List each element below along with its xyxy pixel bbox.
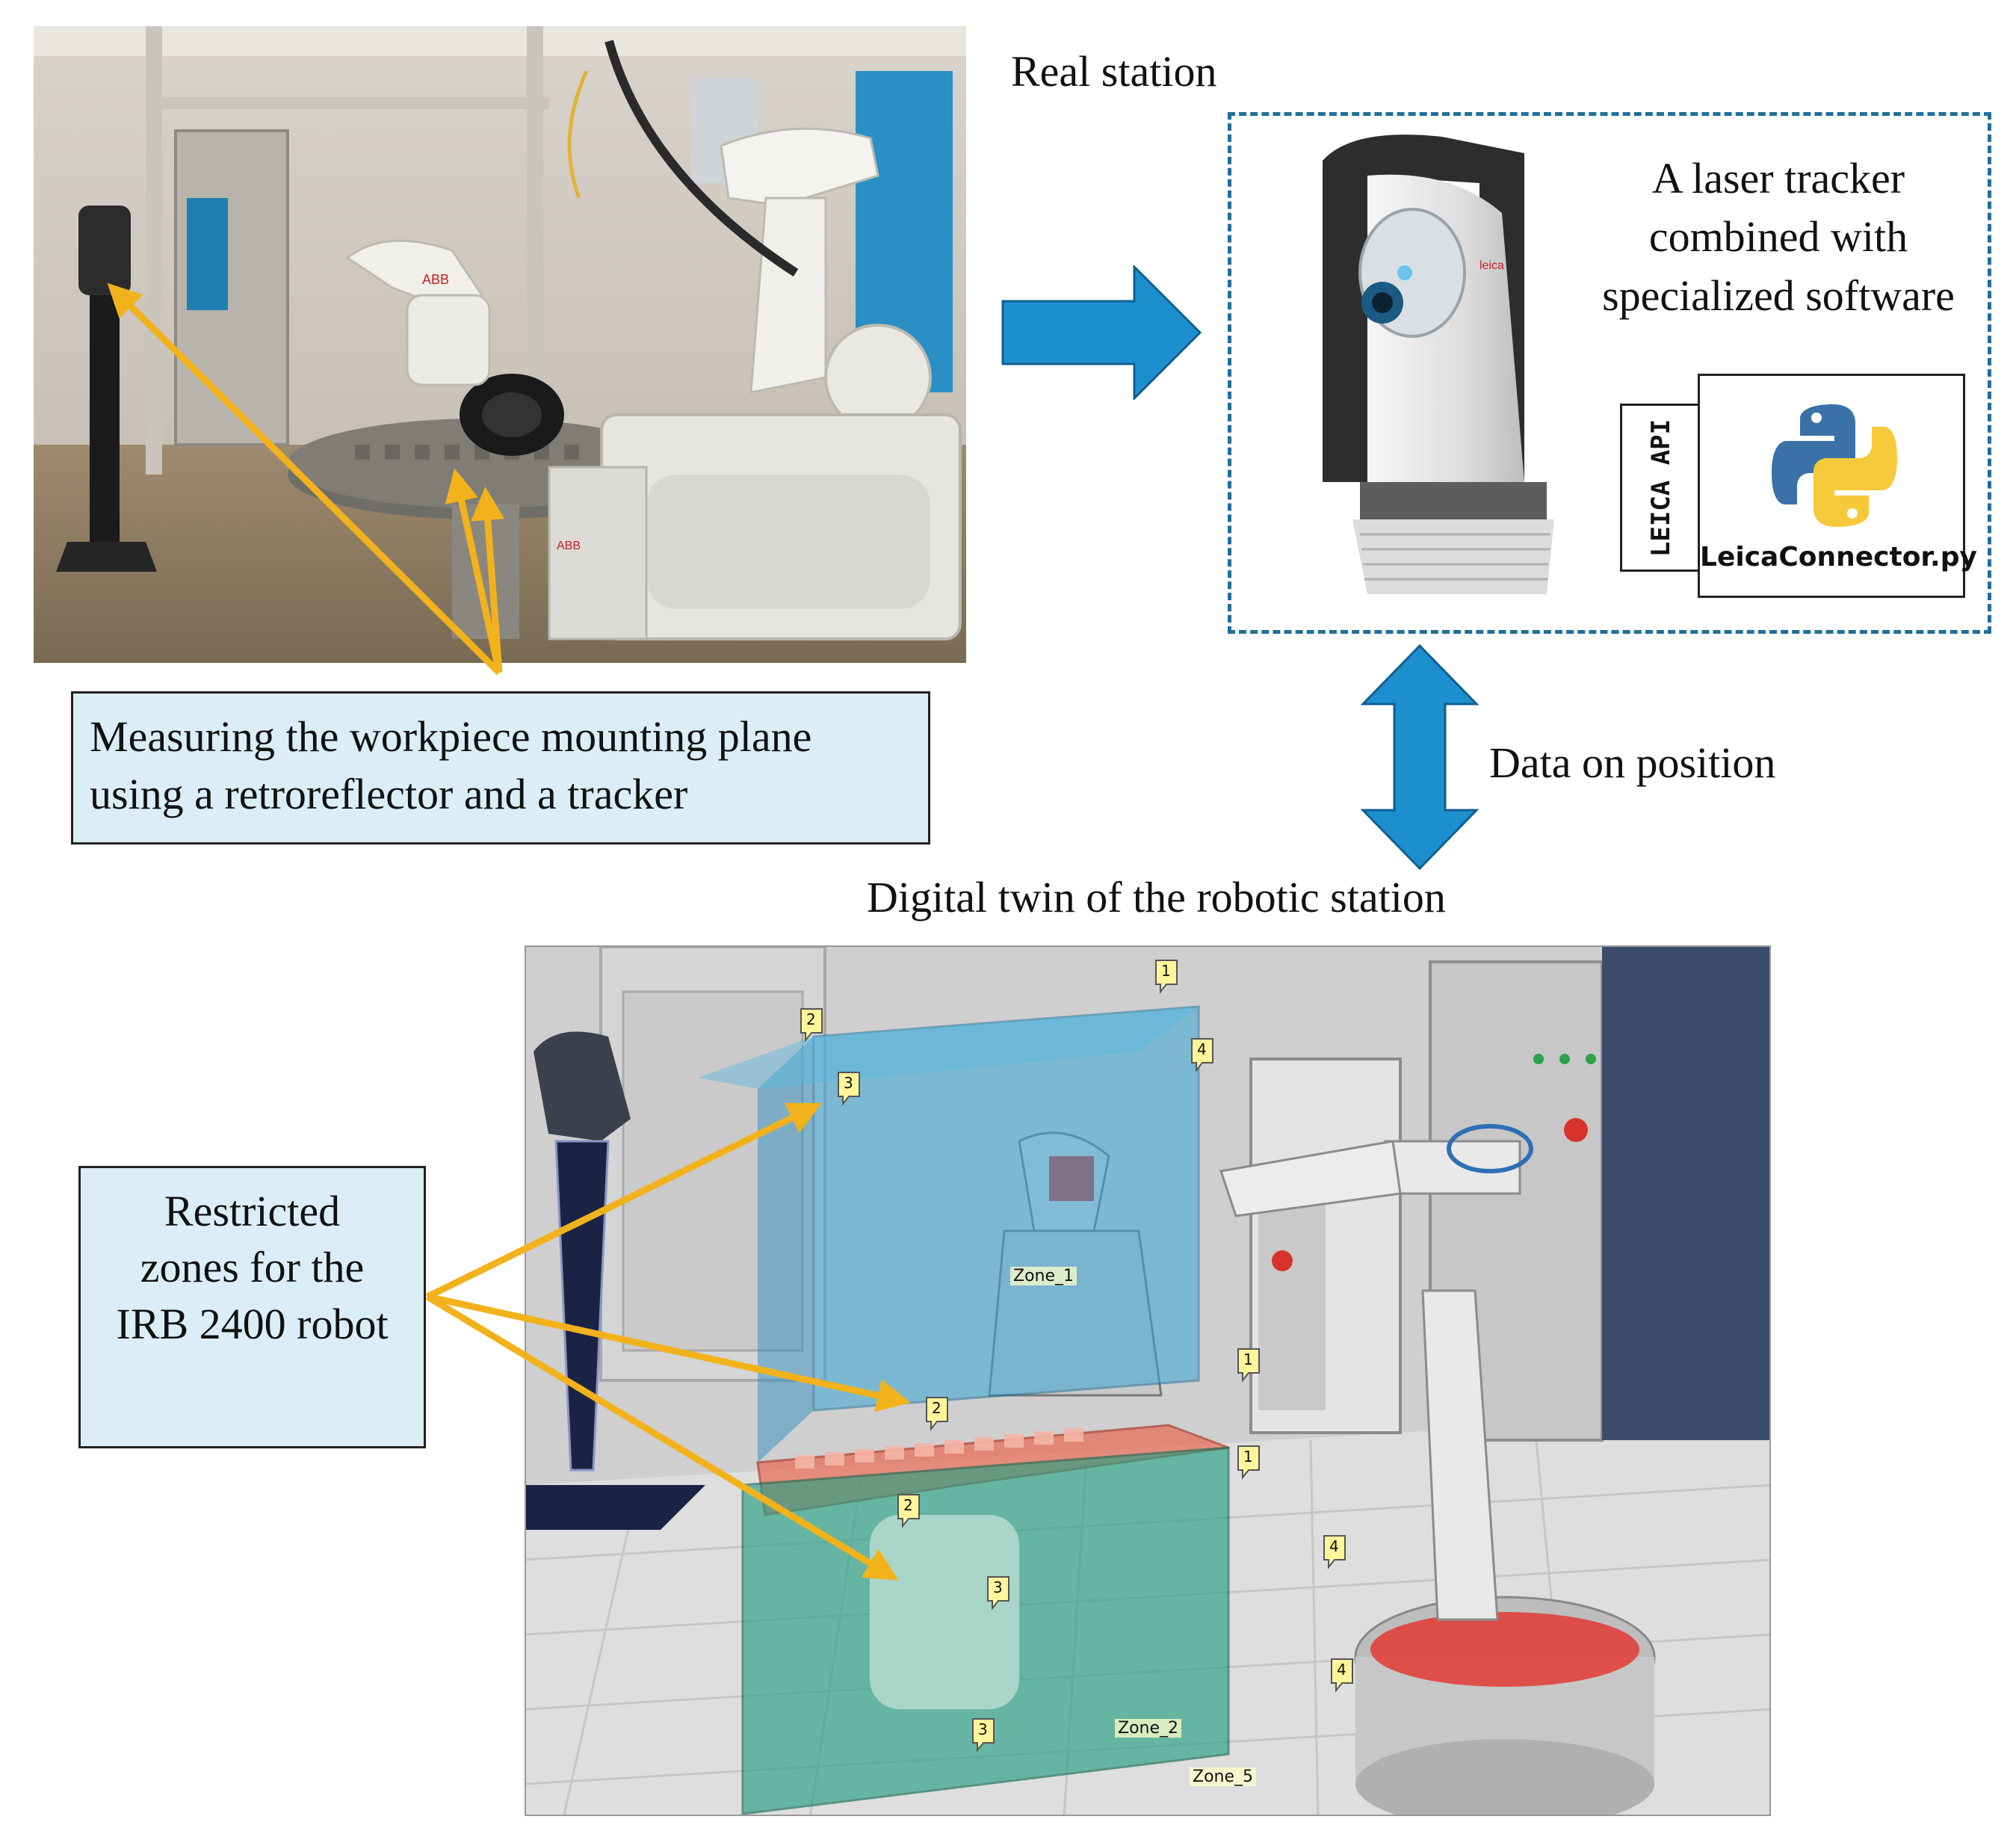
zone-marker-green-4b (1331, 1658, 1353, 1693)
pointer-to-tracker (107, 283, 502, 676)
zone-marker-num-6: 2 (932, 1399, 941, 1417)
data-on-position-label: Data on position (1489, 738, 1776, 787)
zone-label-2: Zone_2 (1115, 1719, 1182, 1738)
zone-label-5: Zone_5 (1190, 1768, 1257, 1786)
double-arrow-icon (1360, 644, 1479, 870)
laser-tracker-caption: A laser tracker combined with specialize… (1577, 149, 1980, 325)
restricted-callout-line-1: Restricted (164, 1187, 341, 1235)
zone-marker-num-2: 2 (806, 1010, 816, 1028)
svg-text:leica: leica (1479, 259, 1504, 272)
laser-tracker-caption-line-2: combined with (1648, 212, 1908, 262)
zone-markers: 1 2 3 4 1 2 1 2 3 4 3 4 Zone_1 Zone_2 Zo… (525, 945, 1771, 1816)
zone-marker-green-3 (987, 1576, 1009, 1611)
digital-twin-label: Digital twin of the robotic station (867, 873, 1446, 921)
restricted-zones-callout: Restricted zones for the IRB 2400 robot (78, 1166, 426, 1448)
abb-logo-small: ABB (422, 272, 449, 287)
zone-marker-green-1 (1237, 1445, 1260, 1480)
zone-marker-blue-3 (838, 1072, 860, 1106)
restricted-callout-line-2: zones for the (140, 1243, 365, 1292)
right-arrow-icon (1001, 265, 1202, 400)
zone-marker-num-10: 4 (1329, 1537, 1339, 1555)
python-logo-icon (1772, 404, 1897, 527)
pointer-to-red-zone (427, 1293, 911, 1413)
zone-marker-red-1 (1237, 1348, 1260, 1383)
zone-marker-num-1: 1 (1161, 962, 1171, 980)
real-station-label: Real station (1011, 47, 1217, 96)
zone-label-1: Zone_1 (1010, 1267, 1077, 1285)
zone-marker-num-8: 2 (903, 1496, 913, 1514)
zone-marker-num-12: 4 (1337, 1661, 1346, 1679)
digital-twin-render (525, 945, 1771, 1816)
zone-marker-green-3b (972, 1718, 995, 1753)
restricted-callout-line-3: IRB 2400 robot (116, 1299, 389, 1348)
measuring-callout-line-2: using a retroreflector and a tracker (90, 769, 688, 818)
zone-marker-flags (800, 960, 1353, 1753)
zone-marker-num-11: 3 (978, 1720, 988, 1738)
zone-marker-num-9: 3 (993, 1578, 1003, 1596)
zone-marker-num-5: 1 (1243, 1350, 1253, 1368)
measuring-pointers (107, 283, 505, 676)
zone-marker-green-2 (897, 1494, 920, 1528)
pointer-to-blue-zone (426, 1102, 823, 1300)
laser-tracker-caption-line-3: specialized software (1602, 271, 1955, 320)
real-station-photo: ABB ABB (34, 26, 966, 663)
measuring-callout-line-1: Measuring the workpiece mounting plane (90, 712, 812, 761)
zone-marker-num-7: 1 (1243, 1448, 1253, 1466)
pointer-to-plane-2 (471, 487, 505, 673)
zone-marker-blue-2 (800, 1008, 823, 1043)
laser-tracker-device-image: leica (1323, 135, 1554, 594)
abb-logo-base: ABB (557, 540, 581, 552)
zone-marker-num-4: 4 (1197, 1040, 1207, 1058)
leica-connector-box: LeicaConnector.py (1698, 374, 1977, 598)
laser-tracker-caption-line-1: A laser tracker (1651, 154, 1905, 203)
zone-marker-blue-1 (1155, 960, 1178, 994)
zone-marker-green-4 (1323, 1535, 1346, 1569)
zone-marker-num-3: 3 (844, 1074, 853, 1092)
pointer-to-green-zone (425, 1294, 899, 1581)
measuring-callout: Measuring the workpiece mounting plane u… (71, 691, 930, 845)
zone-marker-red-2 (926, 1397, 948, 1431)
pointer-to-plane-1 (445, 468, 503, 673)
zone-marker-blue-4 (1191, 1038, 1213, 1072)
leica-connector-label: LeicaConnector.py (1700, 542, 1977, 572)
